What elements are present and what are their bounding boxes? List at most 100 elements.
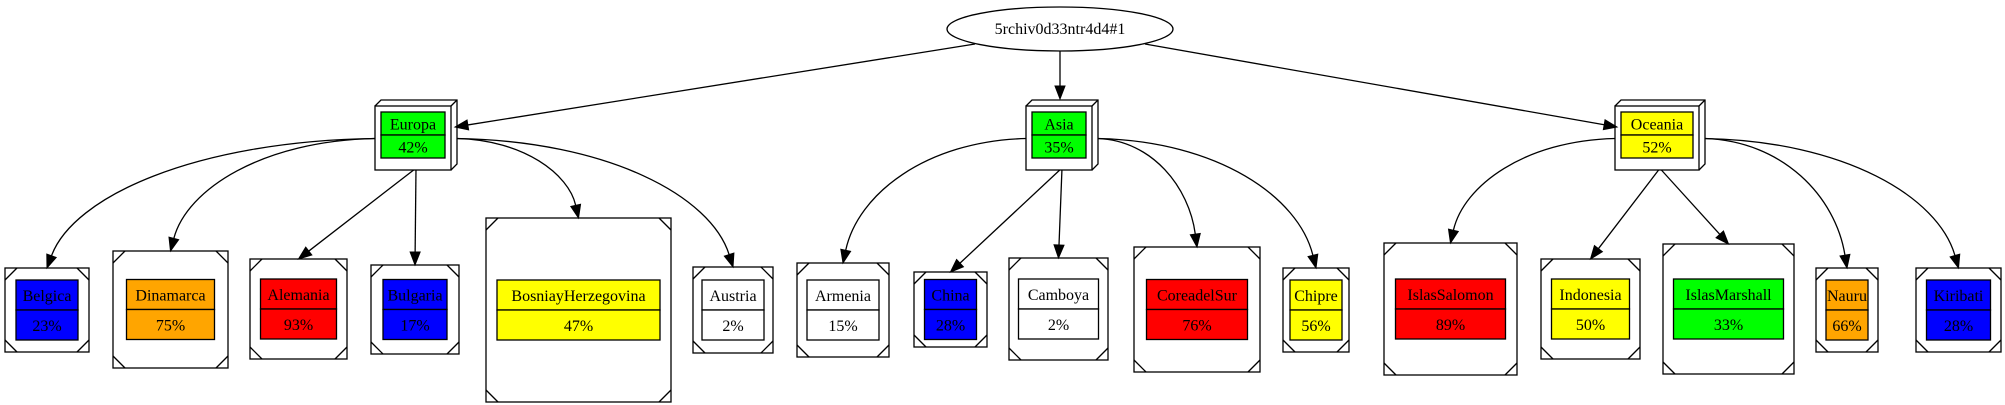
country-frame [1383, 242, 1518, 376]
country-pct-cell [496, 309, 661, 341]
country-frame-corner [1915, 267, 1929, 281]
country-frame-corner [796, 344, 810, 358]
edge-europa-dinamarca-arrowhead [168, 236, 180, 253]
edge-root-asia-arrowhead [1054, 85, 1066, 101]
continent-pct-cell [1620, 134, 1694, 159]
country-frame-corner [1133, 359, 1147, 373]
country-frame-corner [796, 262, 810, 276]
country-frame-corner [76, 267, 90, 281]
country-frame-corner [249, 258, 263, 272]
country-name-cell [923, 278, 978, 311]
edge-europa-alemania-arrowhead [297, 246, 313, 260]
country-frame [913, 271, 988, 348]
country-pct-cell [1550, 308, 1631, 340]
country-pct-cell [125, 308, 216, 341]
country-frame [249, 258, 348, 360]
country-name-cell [1394, 278, 1507, 310]
country-pct-cell [1925, 309, 1992, 341]
continent-pct: 52% [1642, 140, 1671, 157]
country-name: Dinamarca [135, 288, 205, 305]
continent-box-front [1614, 105, 1700, 171]
country-frame [1008, 257, 1109, 361]
edge-root-europa-arrowhead [453, 119, 470, 131]
country-frame [370, 264, 460, 355]
country-frame-corner [215, 355, 229, 369]
country-frame-corner [974, 271, 988, 285]
edge-root-oceania-arrowhead [1602, 119, 1619, 131]
country-pct: 93% [284, 317, 313, 334]
country-pct: 23% [32, 318, 61, 335]
country-name: China [931, 288, 969, 305]
edge-asia-china-arrowhead [949, 258, 965, 273]
country-pct: 28% [1944, 318, 1973, 335]
continent-pct: 42% [398, 140, 427, 157]
country-frame [1540, 258, 1641, 360]
country-name: IslasMarshall [1685, 287, 1772, 304]
country-pct: 89% [1436, 317, 1465, 334]
country-frame-corner [1095, 347, 1109, 361]
country-frame-corner [1247, 359, 1261, 373]
edge-asia-china [959, 169, 1061, 264]
country-pct: 28% [936, 318, 965, 335]
country-frame [1915, 267, 2002, 353]
edge-asia-coreadelsur [1097, 137, 1196, 235]
country-frame-corner [1336, 267, 1350, 281]
country-frame-corner [112, 355, 126, 369]
continent-name: Europa [390, 117, 436, 134]
country-frame-corner [1504, 362, 1518, 376]
country-frame-corner [446, 341, 460, 355]
country-frame-corner [1815, 267, 1829, 281]
country-pct-cell [1017, 308, 1100, 340]
country-node-belgica: Belgica 23% [4, 267, 90, 353]
country-frame-corner [1988, 267, 2002, 281]
edge-asia-armenia [845, 137, 1027, 251]
country-frame-corner [974, 334, 988, 348]
country-pct-cell [701, 309, 765, 341]
country-frame-corner [112, 250, 126, 264]
country-pct-cell [382, 308, 448, 341]
country-frame-corner [876, 344, 890, 358]
country-pct: 75% [156, 318, 185, 335]
country-frame-corner [692, 340, 706, 354]
country-name: Belgica [23, 288, 72, 305]
root-label: 5rchiv0d33ntr4d4#1 [995, 21, 1126, 38]
country-name-cell [1672, 278, 1785, 310]
country-pct: 76% [1182, 318, 1211, 335]
country-frame-corner [1383, 242, 1397, 256]
country-frame-corner [1336, 339, 1350, 353]
edge-oceania-nauru [1704, 137, 1846, 256]
continent-box-corner [1698, 99, 1706, 107]
root-node: 5rchiv0d33ntr4d4#1 [946, 6, 1174, 52]
edge-oceania-indonesia-arrowhead [1589, 244, 1604, 261]
edges [46, 43, 1961, 273]
edge-europa-alemania [308, 169, 415, 252]
edge-oceania-islassalomon [1452, 137, 1616, 231]
country-pct-cell [15, 309, 79, 341]
country-frame-corner [1383, 362, 1397, 376]
country-frame-corner [485, 217, 499, 231]
country-pct-cell [259, 308, 338, 340]
country-name: Camboya [1028, 287, 1089, 304]
continent-pct: 35% [1044, 140, 1073, 157]
country-frame-corner [913, 334, 927, 348]
continent-box-front [1025, 105, 1093, 171]
country-frame-corner [1915, 339, 1929, 353]
country-pct: 47% [564, 318, 593, 335]
edge-europa-dinamarca [173, 137, 376, 239]
country-frame-corner [1540, 346, 1554, 360]
country-name: Alemania [267, 287, 329, 304]
edge-asia-camboya [1058, 169, 1063, 246]
country-node-china: China 28% [913, 271, 988, 348]
edge-asia-armenia-arrowhead [840, 248, 852, 265]
country-pct: 2% [722, 318, 743, 335]
edge-oceania-islassalomon-arrowhead [1447, 228, 1460, 245]
edge-asia-chipre [1097, 137, 1314, 256]
